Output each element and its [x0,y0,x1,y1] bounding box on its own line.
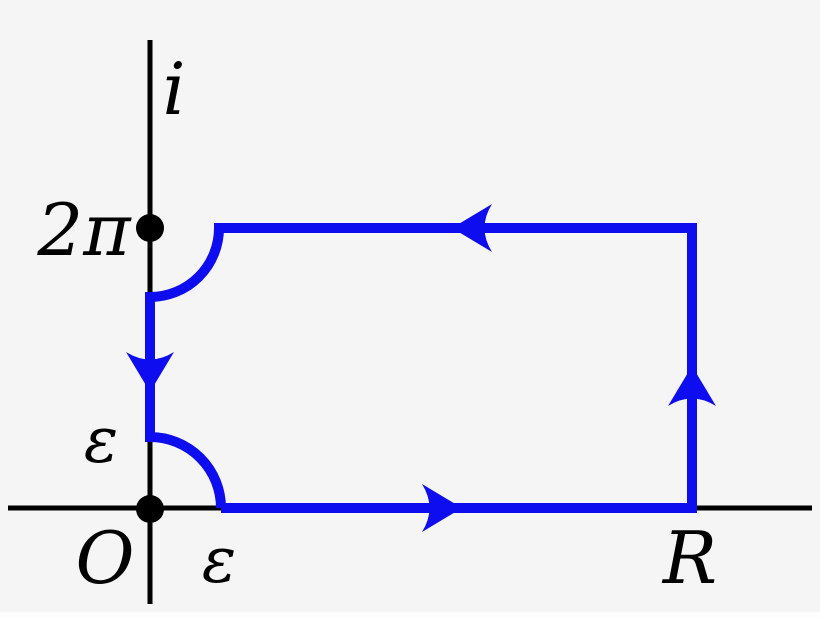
arrow-left-icon [452,204,492,252]
bottom-edge-strip [0,612,820,618]
origin-label: O [75,516,135,600]
origin-point-dot [136,495,164,523]
imaginary-unit-label: i [162,47,186,131]
epsilon-real-label: ε [201,524,237,598]
arrow-up-icon [668,366,716,406]
arrow-right-icon [422,484,462,532]
arrow-down-icon [126,352,174,392]
radius-label: R [662,516,718,600]
contour-path [145,223,697,513]
epsilon-imaginary-label: ε [83,404,119,478]
two-pi-label: 2π [37,188,131,272]
two-pi-i-point-dot [136,214,164,242]
